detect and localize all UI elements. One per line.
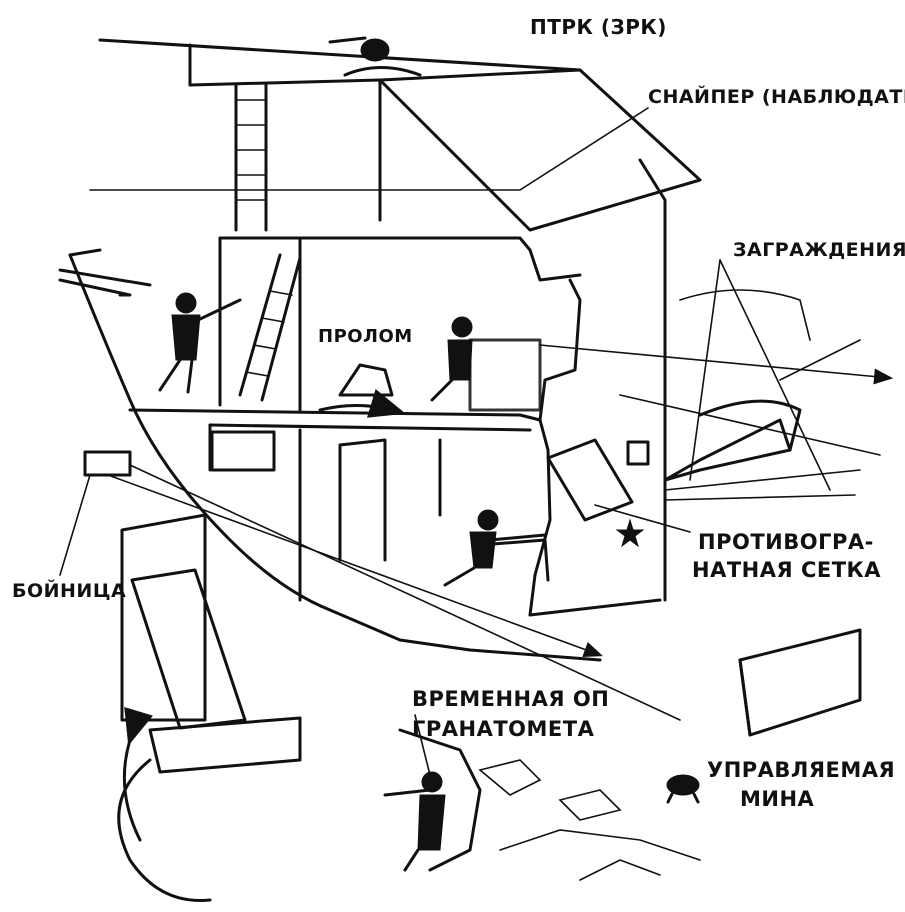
wall-fragment: [738, 628, 862, 737]
breach-rubble: [318, 363, 406, 418]
leader-sniper: [519, 107, 649, 191]
star-mark: [615, 440, 650, 548]
obstacles: [539, 259, 894, 501]
label-mine-line2: МИНА: [740, 787, 815, 811]
soldier-upper-right-icon: [430, 316, 542, 412]
label-breach: ПРОЛОМ: [318, 326, 413, 347]
label-grenade-line1: ВРЕМЕННАЯ ОП: [412, 687, 609, 711]
grenade-position: [383, 728, 482, 872]
ladder: [234, 83, 268, 232]
anti-grenade-net: [546, 438, 634, 522]
right-wall: [528, 158, 667, 617]
cutaway-contour: [68, 248, 602, 662]
loophole-bunker: [83, 450, 681, 721]
lower-floor: [208, 423, 442, 602]
leader-net: [594, 504, 691, 533]
ground-door: [117, 513, 302, 902]
soldier-upper-left-icon: [158, 292, 242, 394]
label-net-line2: НАТНАЯ СЕТКА: [692, 558, 881, 582]
mine-icon: [666, 774, 700, 804]
leader-grenade: [414, 714, 431, 776]
label-loophole: БОЙНИЦА: [12, 579, 126, 602]
label-sniper: СНАЙПЕР (НАБЛЮДАТЕЛЬ): [648, 85, 905, 108]
label-net-line1: ПРОТИВОГРА-: [698, 530, 874, 554]
inner-ladder: [238, 253, 302, 402]
label-mine-line1: УПРАВЛЯЕМАЯ: [707, 758, 895, 782]
roof: [89, 38, 702, 232]
label-obstacles: ЗАГРАЖДЕНИЯ: [733, 239, 905, 261]
rubble-ground: [478, 759, 701, 881]
soldier-lower-icon: [443, 509, 550, 587]
atgm-team-icon: [328, 36, 422, 77]
leader-loophole: [59, 474, 91, 576]
label-grenade-line2: ГРАНАТОМЕТА: [412, 717, 595, 741]
label-atgm: ПТРК (ЗРК): [530, 15, 667, 39]
